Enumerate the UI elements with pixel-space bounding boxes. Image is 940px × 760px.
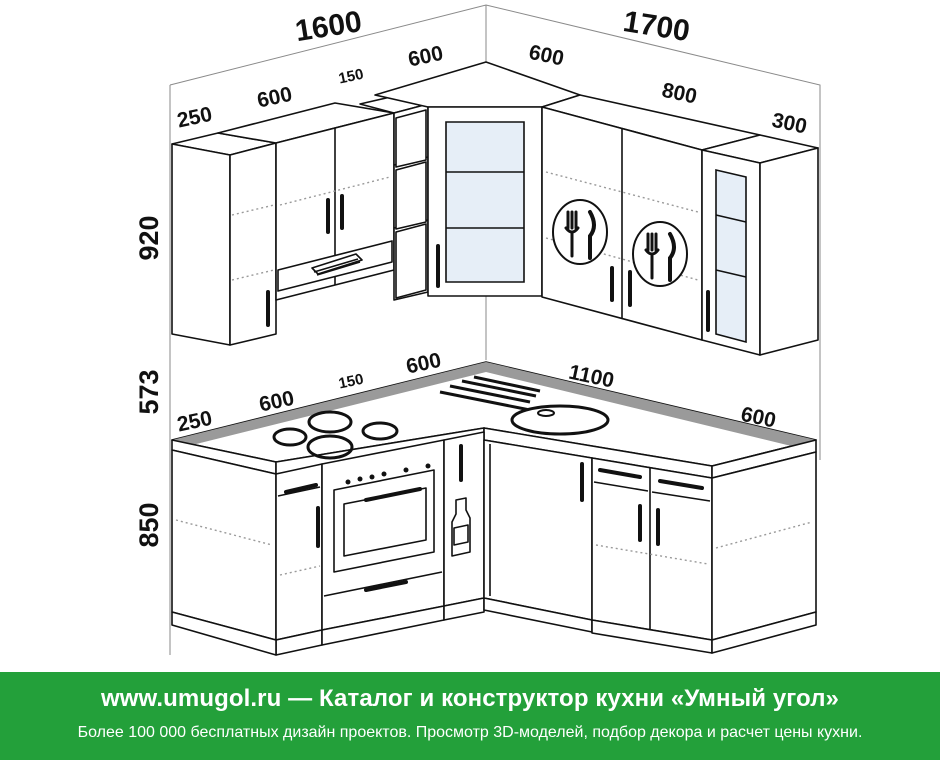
bottle-cabinet — [443, 431, 485, 621]
upper-right-double-cabinet — [541, 94, 761, 341]
upper-left-end-cabinet — [171, 132, 277, 346]
bottle-icon — [451, 497, 471, 557]
dim-upper-left-cab: 600 — [255, 83, 294, 113]
dim-upper-left-shelf: 600 — [406, 42, 445, 72]
glass-door-panel — [445, 121, 525, 283]
upper-corner-cabinet — [374, 61, 581, 297]
dim-top-left-total: 1600 — [293, 5, 364, 48]
dim-upper-left-end: 250 — [175, 103, 214, 133]
promo-banner: www.umugol.ru — Каталог и конструктор ку… — [0, 672, 940, 760]
dim-upper-right-end: 300 — [770, 109, 809, 139]
base-right-end-cabinet — [711, 451, 817, 654]
plate-fork-knife-icon — [632, 221, 688, 287]
banner-tagline: Более 100 000 бесплатных дизайн проектов… — [77, 724, 863, 741]
dim-height-upper: 920 — [134, 215, 164, 260]
glass-door-panel — [715, 168, 747, 344]
range-hood-icon — [277, 240, 393, 292]
banner-headline[interactable]: www.umugol.ru — Каталог и конструктор ку… — [100, 685, 840, 712]
base-corner-cabinet — [483, 439, 593, 633]
dim-upper-corner: 600 — [527, 41, 566, 71]
dim-height-base: 850 — [134, 502, 164, 547]
dim-upper-left-gap: 150 — [337, 66, 365, 88]
hob-icon — [272, 410, 399, 460]
base-left-end-cabinet — [171, 449, 323, 656]
dim-height-gap: 573 — [134, 369, 164, 414]
dim-top-right-total: 1700 — [621, 5, 692, 48]
plate-fork-knife-icon — [552, 199, 608, 265]
upper-left-cabinet — [217, 102, 395, 301]
base-right-drawer-cabinets — [591, 457, 713, 654]
upper-right-end-cabinet — [701, 134, 819, 356]
oven-icon — [333, 463, 435, 573]
sink-icon — [439, 375, 610, 436]
dim-upper-right-double: 800 — [660, 79, 699, 109]
kitchen-corner-drawing: 1600 1700 250 600 150 600 600 800 300 92… — [134, 4, 821, 656]
dim-counter-left-gap: 150 — [337, 371, 365, 393]
oven-cabinet — [321, 439, 445, 646]
